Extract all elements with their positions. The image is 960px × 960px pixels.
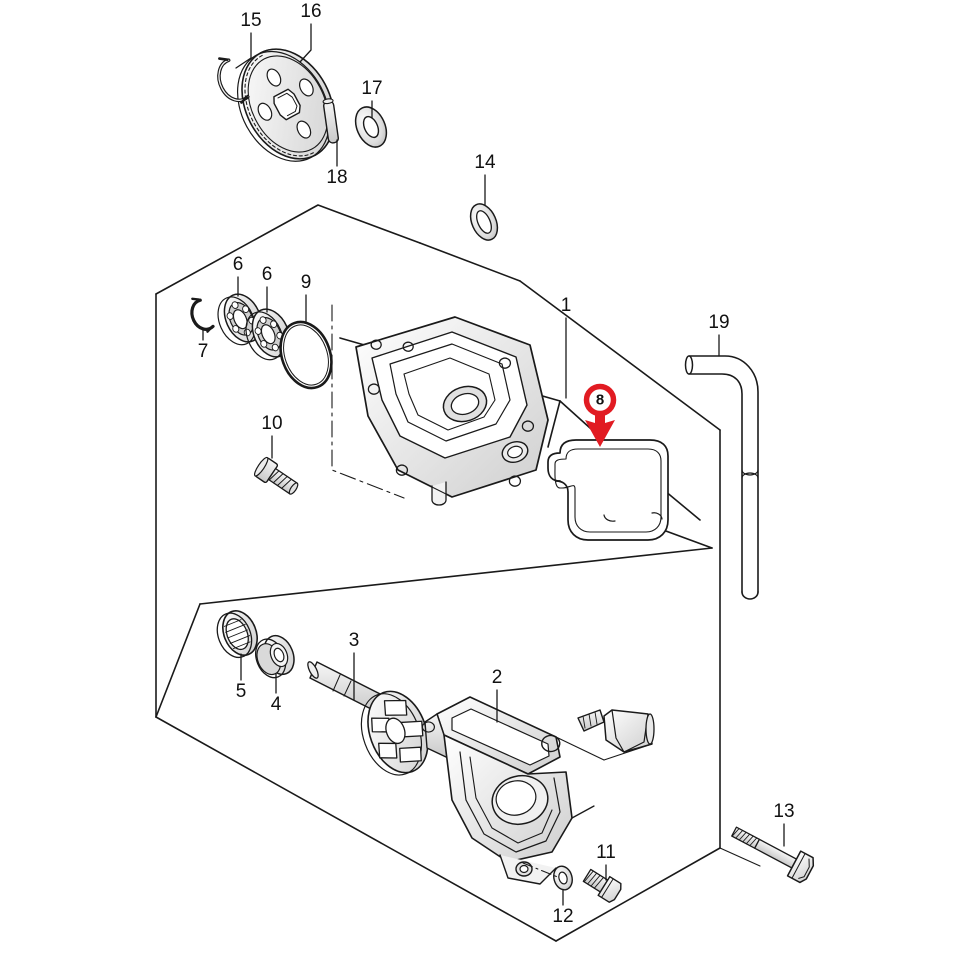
- part-pump-case-plate: [355, 316, 549, 506]
- callout-label-17: 17: [361, 78, 382, 99]
- part-washer-thrust: [354, 106, 388, 148]
- callout-label-19: 19: [708, 312, 729, 333]
- part-impeller-shaft: [307, 661, 429, 776]
- callout-label-18: 18: [326, 167, 347, 188]
- callout-label-4: 4: [271, 694, 282, 715]
- part-mechanical-seal: [255, 634, 295, 679]
- callout-label-12: 12: [552, 906, 573, 927]
- callout-labels: 1 2 3 4 5 6 6 7 9 10 11 12 13 14 15 16 1…: [198, 1, 795, 927]
- part-long-flange-bolt: [731, 826, 815, 884]
- callout-label-7: 7: [198, 341, 209, 362]
- callout-label-5: 5: [236, 681, 247, 702]
- callout-label-14: 14: [474, 152, 496, 173]
- part-o-ring-small: [469, 203, 499, 241]
- callout-label-3: 3: [349, 630, 360, 651]
- callout-leader-lines: [202, 23, 785, 906]
- callout-label-1: 1: [561, 295, 572, 316]
- callout-label-13: 13: [773, 801, 794, 822]
- annotation-marker-label: 8: [596, 392, 604, 409]
- part-oil-seal: [216, 610, 258, 659]
- callout-label-9: 9: [301, 272, 312, 293]
- part-water-pump-body: [421, 696, 595, 885]
- part-outlet-union: [577, 709, 655, 753]
- callout-label-2: 2: [492, 667, 503, 688]
- callout-label-15: 15: [240, 10, 261, 31]
- part-water-hose-pipe: [684, 355, 759, 600]
- part-o-ring: [279, 320, 333, 390]
- part-circlip: [190, 297, 215, 333]
- annotation-marker-8: 8: [583, 383, 617, 447]
- part-drive-sprocket: [236, 48, 335, 162]
- part-dowel-pin: [322, 98, 339, 144]
- part-circlip-sprocket: [217, 57, 250, 104]
- callout-label-6a: 6: [233, 254, 244, 275]
- part-washer: [553, 865, 573, 891]
- callout-label-10: 10: [261, 413, 282, 434]
- callout-label-16: 16: [300, 1, 321, 22]
- part-bolt: [582, 868, 622, 903]
- callout-label-6b: 6: [262, 264, 273, 285]
- part-bearing-2: [245, 308, 291, 361]
- part-pin-bolt: [253, 456, 299, 495]
- callout-label-11: 11: [596, 842, 616, 863]
- part-gasket: [547, 439, 669, 541]
